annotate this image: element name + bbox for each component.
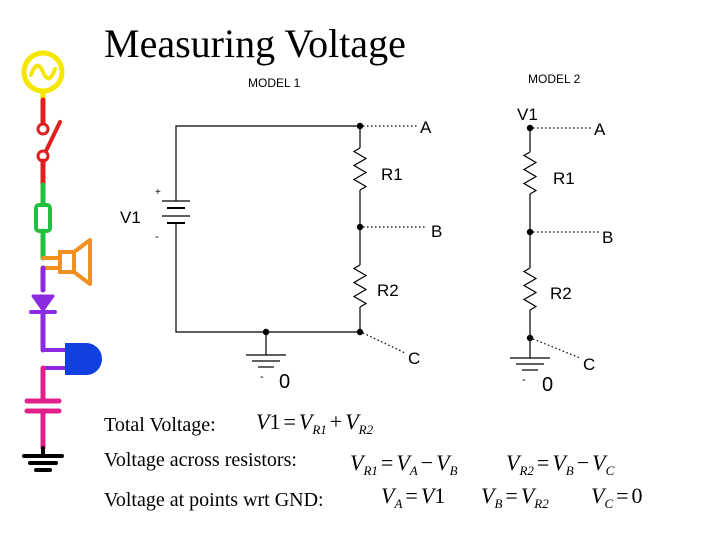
- model-1-node-c-dot: [356, 328, 364, 336]
- ground-icon: [22, 446, 64, 472]
- model-1-node-a-label: A: [420, 118, 432, 137]
- page-title: Measuring Voltage: [104, 21, 406, 66]
- model-2-probe-c: [532, 338, 581, 359]
- model-1-node-c-label: C: [408, 349, 420, 368]
- diode-icon: [29, 294, 57, 353]
- model-1-circuit: MODEL 1: [120, 76, 442, 393]
- switch-icon: [36, 97, 62, 188]
- model-2-label: MODEL 2: [528, 72, 581, 86]
- model-1-ground-icon: [246, 354, 286, 368]
- model-1-label: MODEL 1: [248, 76, 301, 90]
- model-1-node-b-dot: [356, 223, 364, 231]
- model-2-node-b-dot: [526, 228, 534, 236]
- lamp-icon: [40, 343, 102, 403]
- model-1-probe-c: [362, 332, 406, 354]
- total-voltage-equation: V1=VR1+VR2: [256, 409, 374, 437]
- model-1-resistor-r1-icon: [352, 147, 368, 191]
- component-strip: [21, 50, 102, 472]
- point-a-equation: VA=V1: [381, 483, 445, 511]
- model-2-node-a-dot: [526, 124, 534, 132]
- speaker-icon: [40, 238, 92, 293]
- ac-source-icon: [21, 50, 65, 103]
- model-1-plus-sign: +: [155, 187, 161, 198]
- model-1-node-b-label: B: [431, 222, 442, 241]
- model-1-node-a-dot: [356, 122, 364, 130]
- model-2-ground-label: 0: [542, 374, 553, 396]
- model-1-r2-label: R2: [377, 281, 399, 300]
- across-resistors-label: Voltage across resistors:: [104, 449, 297, 471]
- across-r1-equation: VR1=VA−VB: [350, 450, 458, 478]
- points-gnd-label: Voltage at points wrt GND:: [104, 489, 324, 511]
- point-c-equation: VC=0: [591, 483, 643, 511]
- model-2-node-b-label: B: [602, 228, 613, 247]
- capacitor-icon: [24, 398, 62, 451]
- model-2-r2-label: R2: [550, 284, 572, 303]
- model-2-resistor-r2-icon: [522, 267, 538, 311]
- model-2-node-a-label: A: [594, 120, 606, 139]
- model-2-resistor-r1-icon: [522, 151, 538, 195]
- model-1-ground-minus: -: [260, 371, 264, 383]
- model-1-r1-label: R1: [381, 165, 403, 184]
- model-1-ground-label: 0: [279, 371, 290, 393]
- model-1-resistor-r2-icon: [352, 264, 368, 308]
- model-2-v1-label: V1: [517, 105, 538, 124]
- across-r2-equation: VR2=VB−VC: [506, 450, 615, 478]
- point-b-equation: VB=VR2: [481, 483, 549, 511]
- model-2-ground-minus: -: [522, 374, 526, 386]
- model-2-circuit: MODEL 2 V1 A R1 B R2 C - 0: [510, 72, 613, 396]
- equations: Total Voltage: V1=VR1+VR2 Voltage across…: [104, 409, 643, 511]
- model-1-wire-bottom: [175, 230, 360, 333]
- model-2-node-c-dot: [526, 334, 534, 342]
- total-voltage-label: Total Voltage:: [104, 414, 216, 436]
- model-1-wire-top-left: [175, 125, 360, 201]
- model-1-battery-icon: [162, 200, 190, 230]
- model-2-node-c-label: C: [583, 355, 595, 374]
- model-1-v1-label: V1: [120, 208, 141, 227]
- model-1-minus-sign: -: [155, 231, 159, 243]
- fuse-icon: [34, 182, 52, 261]
- model-1-ground-dot: [262, 328, 270, 336]
- model-2-ground-icon: [510, 357, 550, 371]
- model-2-r1-label: R1: [553, 169, 575, 188]
